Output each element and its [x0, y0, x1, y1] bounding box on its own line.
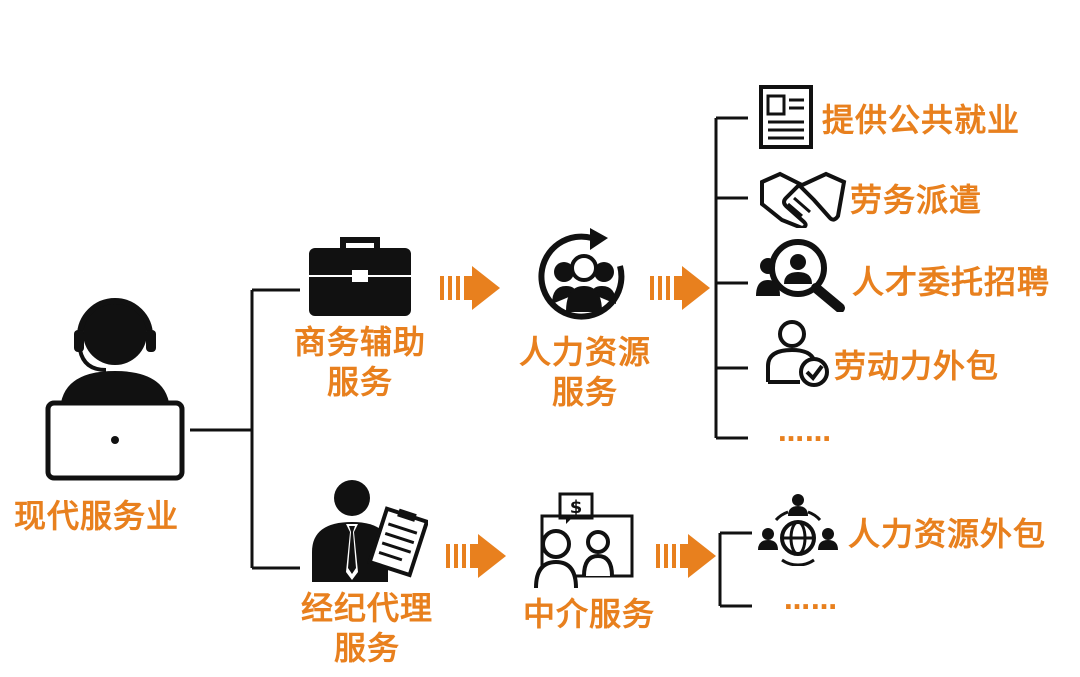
branch2-label-line1: 经纪代理: [300, 589, 433, 627]
item-labor-outsourcing: 劳动力外包: [834, 347, 1000, 385]
svg-text:$: $: [570, 497, 583, 518]
arrow-1: [440, 266, 500, 310]
intermediary-label: 中介服务: [522, 595, 655, 633]
global-network-icon: [758, 494, 838, 566]
branch1-label-line2: 服务: [326, 363, 393, 401]
hr-service-label-line1: 人力资源: [518, 333, 651, 371]
consultation-icon: $: [534, 492, 634, 589]
team-cycle-icon: [538, 228, 625, 320]
item-hr-outsourcing: 人力资源外包: [848, 515, 1047, 553]
arrow-4: [656, 534, 716, 578]
arrow-2: [650, 266, 710, 310]
talent-search-icon: [756, 239, 845, 312]
arrow-group: [440, 266, 716, 578]
branch2-label-line2: 服务: [333, 629, 400, 667]
user-check-icon: [766, 320, 829, 387]
root-label: 现代服务业: [14, 497, 180, 535]
agent-document-icon: [312, 480, 428, 582]
top-more-ellipsis: ……: [778, 418, 832, 448]
hr-service-label-line2: 服务: [551, 373, 618, 411]
resume-icon: [759, 85, 813, 149]
briefcase-icon: [309, 237, 411, 316]
item-labor-dispatch: 劳务派遣: [850, 181, 983, 219]
item-public-employment: 提供公共就业: [822, 101, 1021, 139]
handshake-icon: [760, 171, 847, 228]
arrow-3: [446, 534, 506, 578]
bottom-more-ellipsis: ……: [784, 586, 838, 616]
branch1-label-line1: 商务辅助: [293, 323, 426, 361]
item-talent-recruitment: 人才委托招聘: [852, 263, 1051, 301]
call-center-agent-icon: [45, 298, 185, 481]
